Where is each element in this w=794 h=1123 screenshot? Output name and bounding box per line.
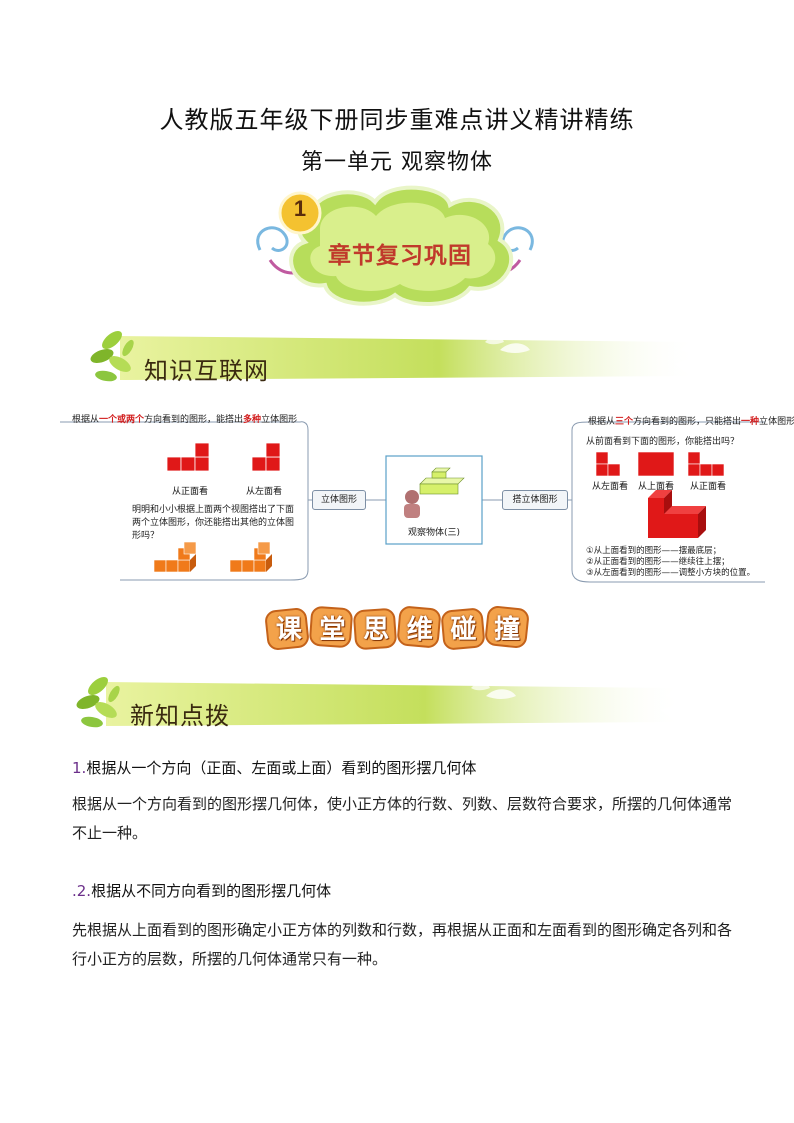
document-title: 人教版五年级下册同步重难点讲义精讲精练 [159, 106, 635, 134]
branch-solid-figure: 立体图形 [312, 490, 366, 510]
center-green-blocks [419, 467, 465, 495]
caption-left-left-view: 从左面看 [246, 487, 283, 497]
banner-char: 撞 [494, 615, 521, 645]
unit-subtitle: 第一单元 观察物体 [301, 150, 493, 175]
banner-char: 思 [363, 615, 390, 645]
banner-char: 堂 [319, 615, 346, 645]
banner-char: 课 [275, 615, 302, 645]
red-right-left-view [595, 451, 621, 477]
section-title-knowledge-net: 知识互联网 [144, 357, 269, 385]
mindmap-right-steps: ①从上面看到的图形——摆最底层； ②从正面看到的图形——继续往上摆； ③从左面看… [586, 546, 756, 578]
branch-build-solid: 搭立体图形 [502, 490, 568, 510]
mindmap-diagram [60, 421, 765, 583]
chapter-cloud-badge [256, 185, 534, 306]
red-right-front-view [687, 451, 725, 477]
orange-solid-1 [153, 541, 197, 573]
caption-right-front-view: 从正面看 [690, 482, 727, 492]
point1-body: 根据从一个方向看到的图形摆几何体，使小正方体的行数、列数、层数符合要求，所摆的几… [72, 795, 733, 842]
banner-char: 维 [406, 615, 433, 645]
chapter-number: 1 [293, 196, 307, 221]
section-banner-knowledge-net [90, 331, 700, 382]
red-right-top-view [637, 451, 675, 477]
mindmap-right-rule: 根据从三个方向看到的图形，只能搭出一种立体图形 [588, 417, 794, 427]
caption-left-front-view: 从正面看 [172, 487, 209, 497]
mindmap-left-rule: 根据从一个或两个方向看到的图形，能搭出多种立体图形 [72, 415, 298, 425]
red-front-view [166, 442, 210, 472]
chapter-label: 章节复习巩固 [328, 243, 472, 269]
mindmap-right-question: 从前面看到下面的图形，你能搭出吗？ [586, 437, 740, 447]
mindmap-left-question: 明明和小小根据上面两个视图搭出了下面 两个立体图形，你还能搭出其他的立体图 形吗… [132, 505, 295, 541]
caption-right-left-view: 从左面看 [592, 482, 629, 492]
banner-tiles [265, 606, 529, 650]
classroom-thinking-banner: 课 堂 思 维 碰 撞 [265, 604, 531, 652]
point1-heading: 1.根据从一个方向（正面、左面或上面）看到的图形摆几何体 [72, 759, 477, 777]
core-topic-label: 观察物体(三) [407, 528, 461, 538]
red-left-view [251, 442, 281, 472]
banner-char: 碰 [450, 615, 477, 645]
point2-heading: .2.根据从不同方向看到的图形摆几何体 [72, 882, 332, 900]
red-right-solid [648, 490, 706, 538]
orange-solid-2 [229, 541, 272, 573]
section-banner-new-points [76, 677, 686, 728]
caption-right-top-view: 从上面看 [638, 482, 675, 492]
section-title-new-points: 新知点拨 [130, 702, 230, 730]
point2-body: 先根据从上面看到的图形确定小正方体的列数和行数，再根据从正面和左面看到的图形确定… [72, 921, 733, 968]
